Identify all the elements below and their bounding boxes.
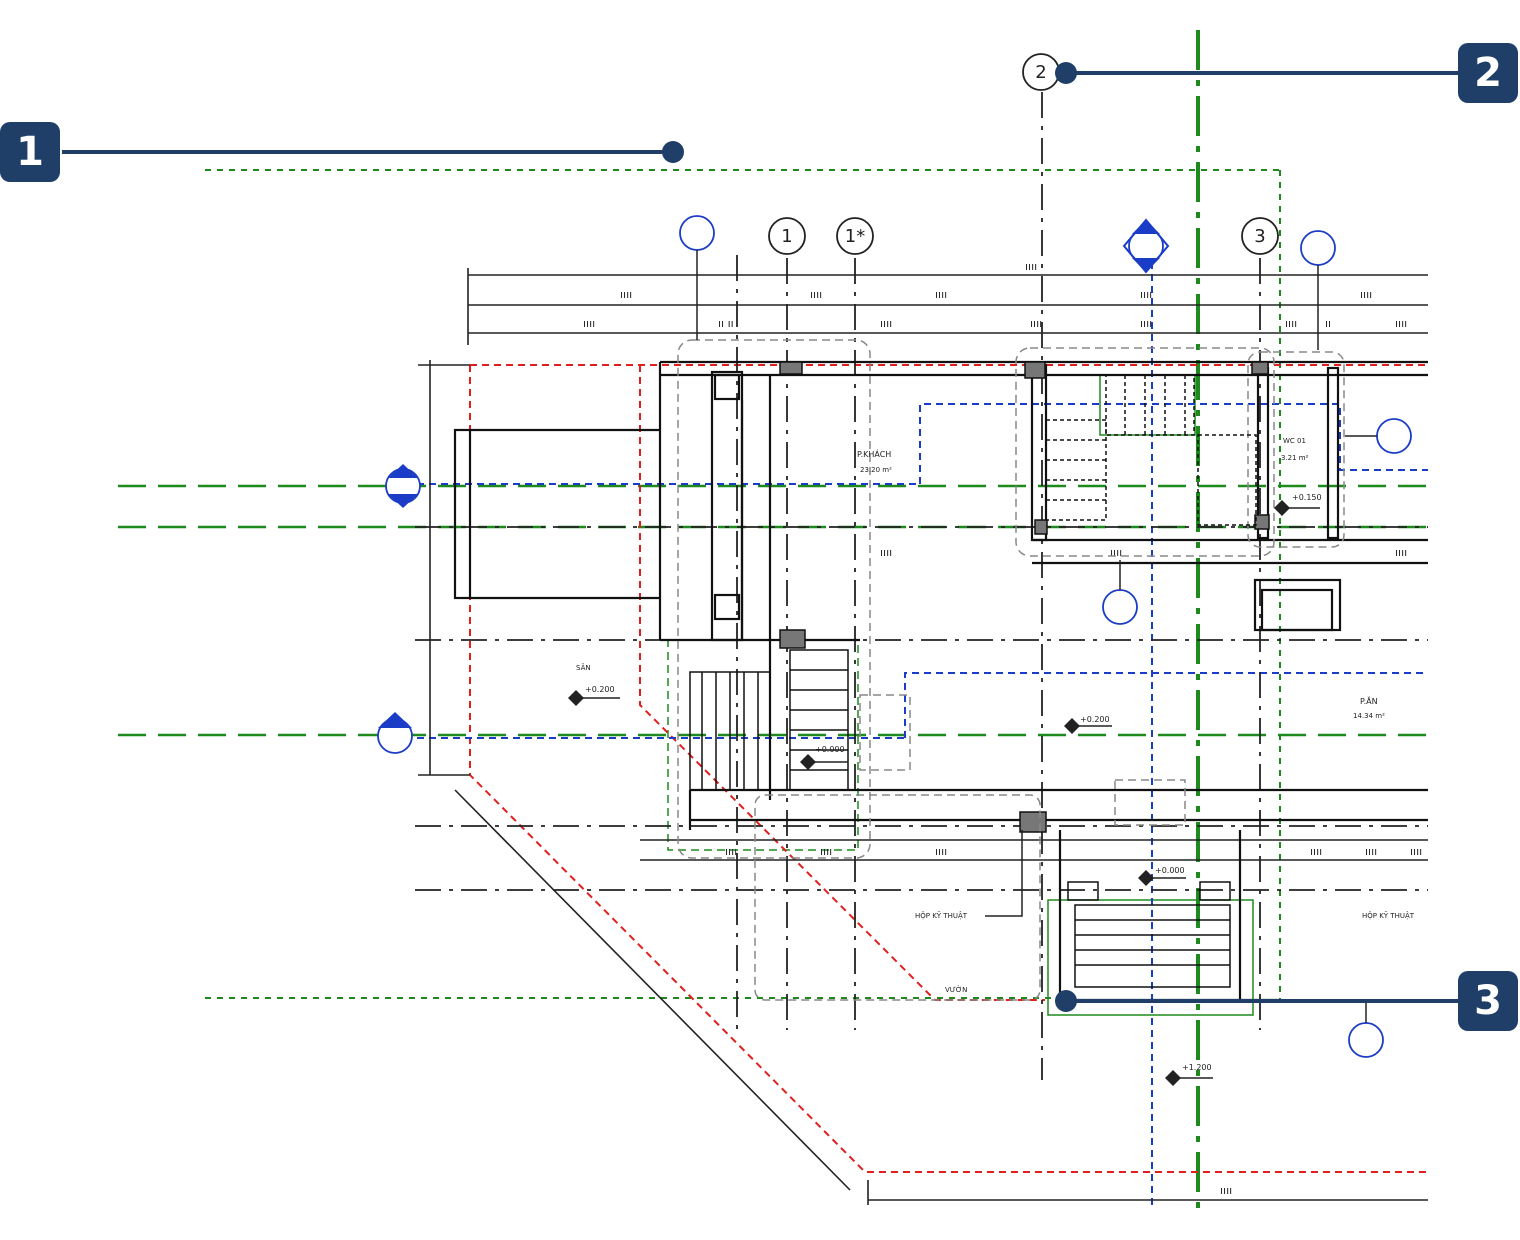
svg-text:ıı ıı: ıı ıı (718, 317, 734, 330)
section-tag (1102, 589, 1138, 625)
room-name-san: SÂN (576, 663, 591, 672)
green-reference-lines (118, 30, 1430, 1210)
level-marker-entry: +0.000 (1138, 866, 1186, 886)
svg-text:ıııı: ıııı (1395, 546, 1407, 559)
room-tags: P.KHÁCH 23.20 m² WC 01 3.21 m² P.ĂN 14.3… (576, 437, 1415, 994)
level-marker-wc: +0.150 (1274, 493, 1322, 516)
svg-text:ıııı: ıııı (1285, 317, 1297, 330)
tag-leaders (696, 250, 1377, 1023)
level-marker-p-an: +0.200 (1064, 715, 1112, 734)
svg-text:ıııı: ıııı (1030, 317, 1042, 330)
level-text-san: +0.200 (585, 685, 615, 694)
callout-3-leader (1066, 999, 1466, 1003)
room-name-p-khach: P.KHÁCH (857, 448, 891, 459)
svg-text:ıııı: ıııı (935, 845, 947, 858)
svg-text:ıııı: ıııı (935, 288, 947, 301)
level-text-stair: +0.000 (815, 745, 845, 754)
level-marker-san: +0.200 (568, 685, 620, 706)
grid-bubble-1-star: 1* (836, 217, 874, 255)
callout-2-badge: 2 (1458, 43, 1518, 103)
svg-text:ıııı: ıııı (1140, 288, 1152, 301)
svg-text:ıııı: ıııı (620, 288, 632, 301)
callout-1-badge: 1 (0, 122, 60, 182)
room-area-p-an: 14.34 m² (1353, 712, 1385, 720)
section-tag (679, 215, 715, 251)
level-text-wc: +0.150 (1292, 493, 1322, 502)
level-marker-outside: +1.200 (1165, 1063, 1213, 1086)
svg-text:ıııı: ıııı (1110, 546, 1122, 559)
grid-bubble-2-label: 2 (1035, 62, 1046, 83)
svg-text:ıııı: ıııı (725, 845, 737, 858)
dimension-strings (418, 268, 1428, 1205)
section-tags (377, 215, 1412, 1058)
callout-1-leader (62, 150, 674, 154)
svg-text:ıı: ıı (1325, 317, 1331, 330)
room-name-wc: WC 01 (1283, 437, 1306, 445)
callout-2-leader (1066, 71, 1466, 75)
svg-text:ıııı: ıııı (1220, 1184, 1232, 1197)
room-name-hop-ky-thuat-left: HỘP KỸ THUẬT (915, 911, 968, 920)
svg-text:ıııı: ıııı (880, 317, 892, 330)
stairs (689, 374, 1257, 988)
svg-text:ıııı: ıııı (810, 288, 822, 301)
level-marker-stair: +0.000 (800, 745, 848, 770)
room-area-p-khach: 23.20 m² (860, 466, 892, 474)
grid-bubble-3: 3 (1241, 217, 1279, 255)
svg-text:ıııı: ıııı (880, 546, 892, 559)
svg-text:ıııı: ıııı (1410, 845, 1422, 858)
room-name-p-an: P.ĂN (1360, 695, 1378, 706)
svg-text:ıııı: ıııı (1140, 317, 1152, 330)
section-tag (1348, 1022, 1384, 1058)
overhead-outlines (677, 339, 1345, 1001)
room-name-hop-ky-thuat-right: HỘP KỸ THUẬT (1362, 911, 1415, 920)
level-text-outside: +1.200 (1182, 1063, 1212, 1072)
level-text-p-an: +0.200 (1080, 715, 1110, 724)
grid-bubble-1: 1 (768, 217, 806, 255)
grid-bubble-3-label: 3 (1254, 226, 1265, 247)
level-text-entry: +0.000 (1155, 866, 1185, 875)
section-tag (1300, 230, 1336, 266)
grid-bubble-1-label: 1 (781, 226, 792, 247)
blue-section-lines (405, 250, 1428, 1210)
grid-bubble-1-star-label: 1* (845, 226, 865, 247)
svg-text:ıııı: ıııı (1395, 317, 1407, 330)
callout-3-dot (1055, 990, 1077, 1012)
section-tag (1376, 418, 1412, 454)
svg-text:ıııı: ıııı (1365, 845, 1377, 858)
room-name-vuon: VƯỜN (945, 985, 967, 994)
section-tag-arrows (378, 218, 1170, 728)
grid-bubble-2: 2 (1022, 53, 1060, 91)
svg-text:ıııı: ıııı (583, 317, 595, 330)
svg-text:ıııı: ıııı (1025, 260, 1037, 273)
svg-text:ıııı: ıııı (820, 845, 832, 858)
svg-text:ıııı: ıııı (1360, 288, 1372, 301)
callout-3-badge: 3 (1458, 971, 1518, 1031)
svg-text:ıııı: ıııı (1310, 845, 1322, 858)
leader-lines (985, 830, 1023, 917)
spot-elevations: +0.200 +0.200 +0.000 +0.150 +0.000 +1.20… (568, 493, 1322, 1086)
room-area-wc: 3.21 m² (1281, 454, 1309, 462)
callout-1-dot (662, 141, 684, 163)
callout-2-dot (1055, 62, 1077, 84)
